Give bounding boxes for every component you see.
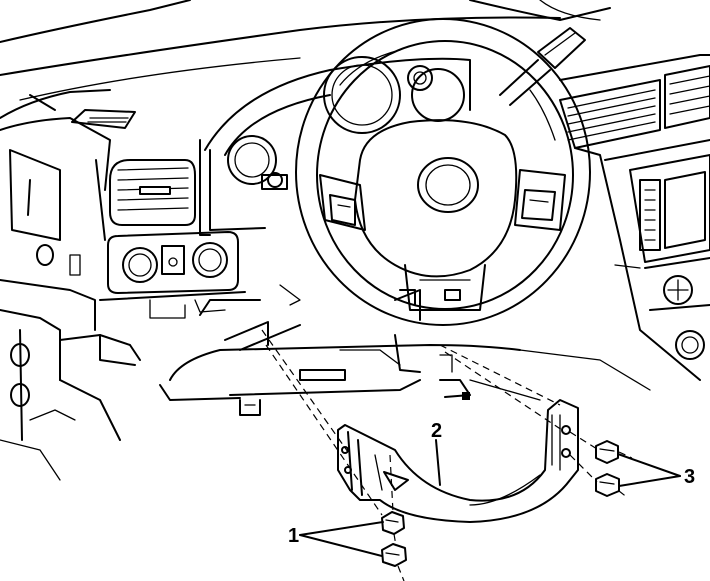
- nut-left-lower: [381, 543, 407, 567]
- center-stack: [559, 54, 710, 381]
- steering-spokes: [319, 169, 566, 311]
- left-dash-panel: [0, 117, 141, 481]
- callout-leaders: [299, 439, 681, 557]
- knee-bolster-bracket: [337, 399, 579, 523]
- callout-2: 2: [431, 420, 442, 442]
- callout-3: 3: [684, 466, 695, 488]
- instrument-cluster: [199, 56, 471, 236]
- nut-right-lower: [595, 473, 620, 497]
- alignment-lines: [261, 329, 633, 581]
- airbag-hub: [354, 119, 518, 278]
- callout-1: 1: [288, 525, 299, 547]
- wiper-lever: [499, 27, 586, 106]
- headlamp-switch-panel: [99, 231, 246, 319]
- nut-right-upper: [595, 440, 619, 464]
- defroster-vent: [29, 94, 136, 129]
- left-air-vent: [95, 159, 196, 241]
- lower-dash: [159, 284, 651, 416]
- nut-left-upper: [381, 511, 405, 535]
- windshield-outline: [0, 0, 611, 119]
